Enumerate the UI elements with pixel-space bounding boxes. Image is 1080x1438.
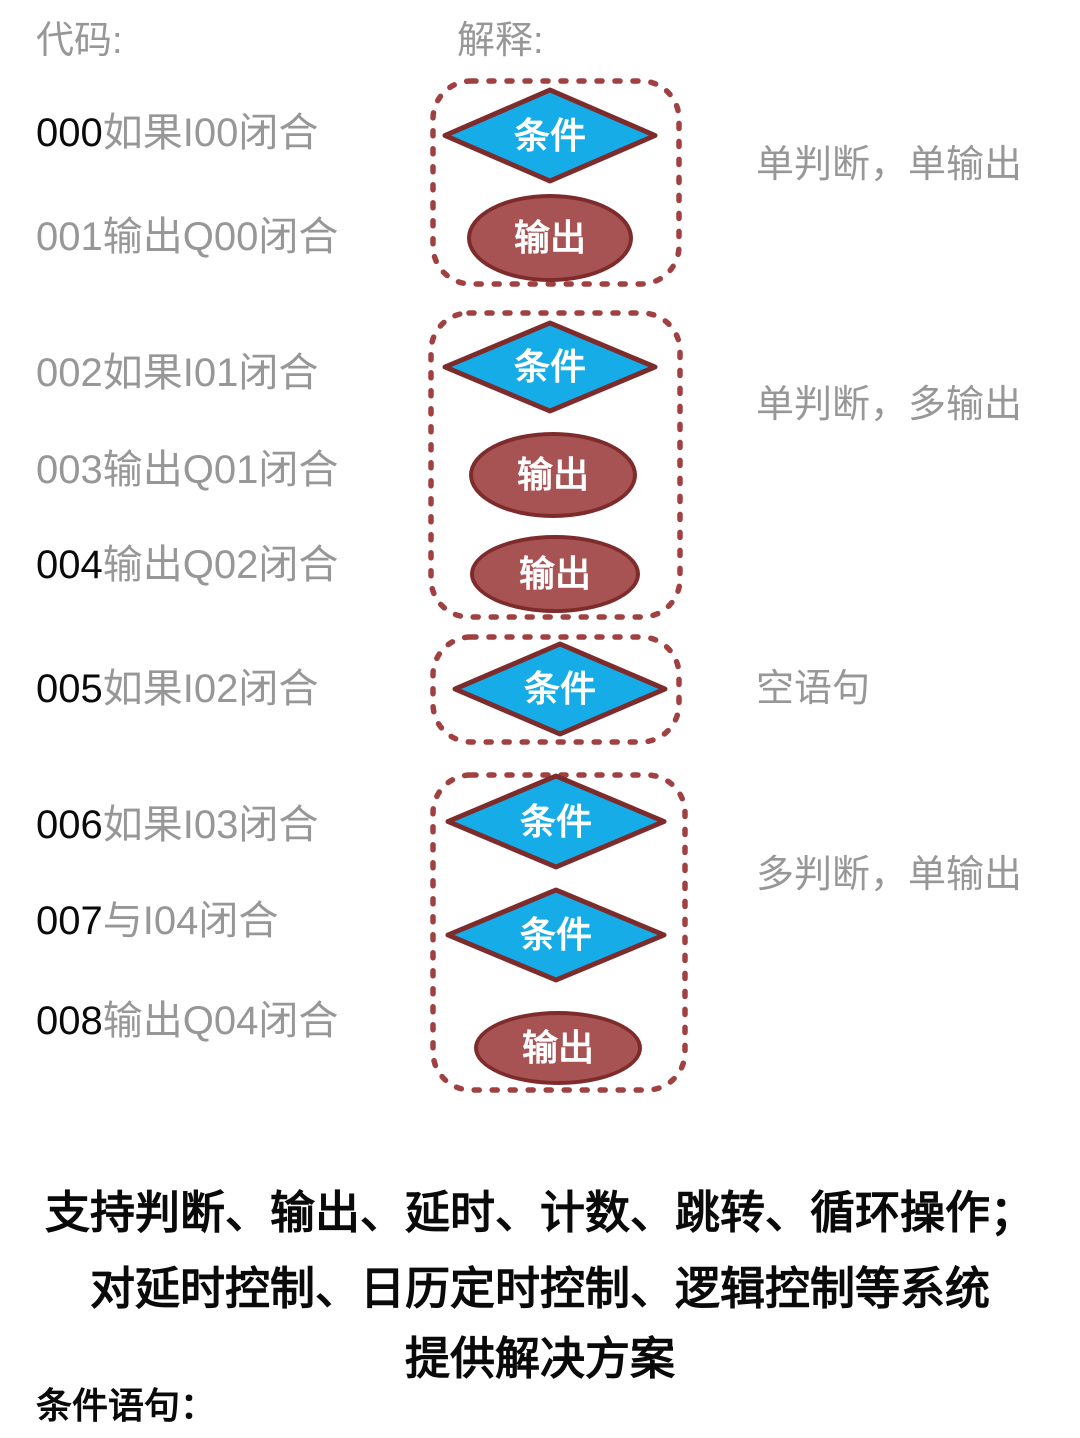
shape-label: 条件 [519, 914, 592, 955]
annotation-empty-statement: 空语句 [756, 668, 871, 710]
line-text: 输出Q01闭合 [102, 448, 339, 492]
shape-label: 输出 [521, 1027, 594, 1068]
shape-label: 条件 [523, 668, 596, 709]
condition-diamond: 条件 [452, 641, 668, 737]
group-dashed-border [428, 310, 683, 620]
code-line-000: 000如果I00闭合 [36, 111, 318, 155]
code-line-005: 005如果I02闭合 [36, 667, 318, 711]
line-number: 001 [36, 215, 103, 259]
condition-diamond: 条件 [445, 887, 667, 983]
shape-label: 输出 [516, 454, 589, 495]
diamond-shape [442, 320, 658, 414]
code-line-006: 006如果I03闭合 [36, 803, 318, 847]
shape-label: 输出 [518, 553, 591, 594]
condition-diamond: 条件 [445, 773, 667, 870]
line-number: 006 [36, 803, 103, 847]
condition-diamond: 条件 [442, 87, 658, 184]
diamond-shape [445, 887, 667, 983]
output-ellipse: 输出 [467, 194, 633, 282]
code-line-003: 003输出Q01闭合 [36, 448, 338, 492]
footer-line-1: 支持判断、输出、延时、计数、跳转、循环操作； [44, 1187, 1035, 1238]
line-number: 000 [36, 111, 103, 155]
line-text: 输出Q04闭合 [102, 999, 339, 1043]
footer-line-2: 对延时控制、日历定时控制、逻辑控制等系统 [89, 1263, 990, 1314]
explain-column-header: 解释: [457, 20, 544, 62]
shape-label: 条件 [519, 800, 592, 842]
condition-diamond: 条件 [442, 320, 658, 414]
output-ellipse: 输出 [469, 432, 637, 518]
output-ellipse: 输出 [470, 535, 640, 613]
line-text: 与I04闭合 [102, 899, 279, 943]
group-dashed-border [430, 634, 682, 745]
code-line-002: 002如果I01闭合 [36, 351, 318, 395]
line-number: 008 [36, 999, 103, 1043]
group-single-judge-multi-output [428, 310, 683, 620]
line-text: 如果I02闭合 [102, 667, 319, 711]
annotation-single-judge-single-output: 单判断，单输出 [756, 144, 1023, 186]
shape-label: 条件 [513, 114, 586, 156]
line-text: 输出Q02闭合 [102, 543, 339, 587]
output-ellipse: 输出 [474, 1011, 642, 1085]
shape-label: 输出 [513, 217, 586, 258]
annotation-multi-judge-single-output: 多判断，单输出 [756, 854, 1023, 896]
group-dashed-border [430, 78, 682, 287]
line-text: 如果I01闭合 [102, 351, 319, 395]
line-text: 如果I03闭合 [102, 803, 319, 847]
line-text: 输出Q00闭合 [102, 215, 339, 259]
code-column-header: 代码: [36, 20, 123, 62]
group-empty-statement [430, 634, 682, 745]
ellipse-shape [470, 535, 640, 613]
diamond-shape [445, 773, 667, 870]
annotation-single-judge-multi-output: 单判断，多输出 [756, 384, 1023, 426]
line-number: 003 [36, 448, 103, 492]
group-single-judge-single-output [430, 78, 682, 287]
code-line-008: 008输出Q04闭合 [36, 999, 338, 1043]
ellipse-shape [474, 1011, 642, 1085]
line-text: 如果I00闭合 [102, 111, 319, 155]
footer-line-3: 提供解决方案 [404, 1333, 675, 1384]
code-line-007: 007与I04闭合 [36, 899, 278, 943]
ellipse-shape [469, 432, 637, 518]
diamond-shape [452, 641, 668, 737]
line-number: 007 [36, 899, 103, 943]
condition-statement-header: 条件语句： [36, 1385, 217, 1426]
code-line-001: 001输出Q00闭合 [36, 215, 338, 259]
line-number: 005 [36, 667, 103, 711]
line-number: 002 [36, 351, 103, 395]
code-line-004: 004输出Q02闭合 [36, 543, 338, 587]
line-number: 004 [36, 543, 103, 587]
diamond-shape [442, 87, 658, 184]
ellipse-shape [467, 194, 633, 282]
shape-label: 条件 [513, 346, 586, 387]
